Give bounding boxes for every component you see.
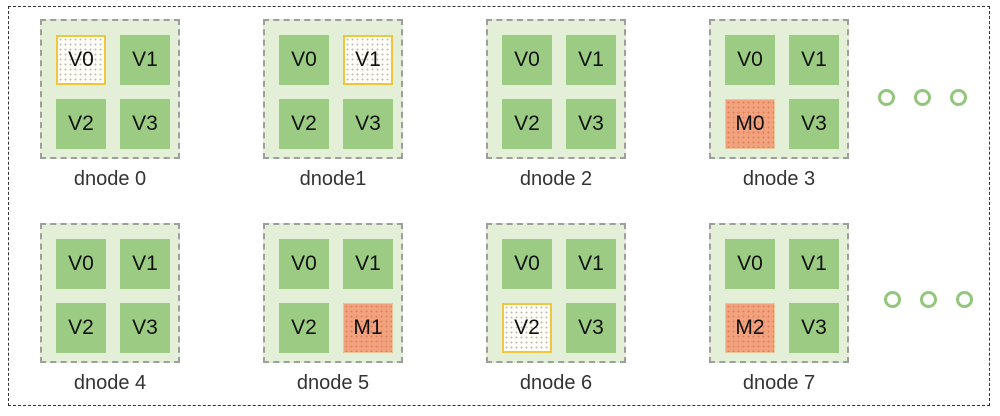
ellipsis-dot xyxy=(914,89,931,106)
vnode-cell: V1 xyxy=(120,239,170,289)
vnode-cell: V0 xyxy=(56,239,106,289)
vnode-cell: V1 xyxy=(566,35,616,85)
vnode-cell: V1 xyxy=(789,35,839,85)
vnode-cell: V3 xyxy=(789,303,839,353)
dnode-label: dnode1 xyxy=(299,168,367,190)
vnode-cell: V0 xyxy=(502,35,552,85)
vnode-cell: V3 xyxy=(343,99,393,149)
vnode-cell: V3 xyxy=(120,99,170,149)
vnode-cell: V1 xyxy=(343,35,393,85)
dnode-label: dnode 5 xyxy=(296,372,370,394)
dnode-label: dnode 4 xyxy=(73,372,147,394)
vnode-cell: V0 xyxy=(279,35,329,85)
dnode-label: dnode 6 xyxy=(519,372,593,394)
vnode-cell: V2 xyxy=(56,99,106,149)
ellipsis-dot xyxy=(956,291,973,308)
vnode-cell: V1 xyxy=(343,239,393,289)
dnode-label: dnode 7 xyxy=(742,372,816,394)
vnode-cell: V2 xyxy=(279,99,329,149)
vnode-cell: V3 xyxy=(566,303,616,353)
vnode-cell: V1 xyxy=(789,239,839,289)
vnode-cell: V0 xyxy=(279,239,329,289)
diagram-frame xyxy=(8,6,990,406)
vnode-cell: V0 xyxy=(725,35,775,85)
ellipsis-dot xyxy=(878,89,895,106)
vnode-cell: V3 xyxy=(789,99,839,149)
ellipsis-dot xyxy=(950,89,967,106)
vnode-cell: V2 xyxy=(502,99,552,149)
ellipsis-dot xyxy=(920,291,937,308)
vnode-cell: V1 xyxy=(566,239,616,289)
vnode-cell: V0 xyxy=(725,239,775,289)
dnode-label: dnode 3 xyxy=(742,168,816,190)
vnode-cell: V2 xyxy=(56,303,106,353)
dnode-label: dnode 2 xyxy=(519,168,593,190)
dnode-label: dnode 0 xyxy=(73,168,147,190)
mnode-cell: M2 xyxy=(725,303,775,353)
vnode-cell: V1 xyxy=(120,35,170,85)
mnode-cell: M0 xyxy=(725,99,775,149)
vnode-cell: V3 xyxy=(566,99,616,149)
vnode-cell: V3 xyxy=(120,303,170,353)
mnode-cell: M1 xyxy=(343,303,393,353)
ellipsis-dot xyxy=(884,291,901,308)
vnode-cell: V2 xyxy=(279,303,329,353)
vnode-cell: V2 xyxy=(502,303,552,353)
vnode-cell: V0 xyxy=(502,239,552,289)
vnode-cell: V0 xyxy=(56,35,106,85)
